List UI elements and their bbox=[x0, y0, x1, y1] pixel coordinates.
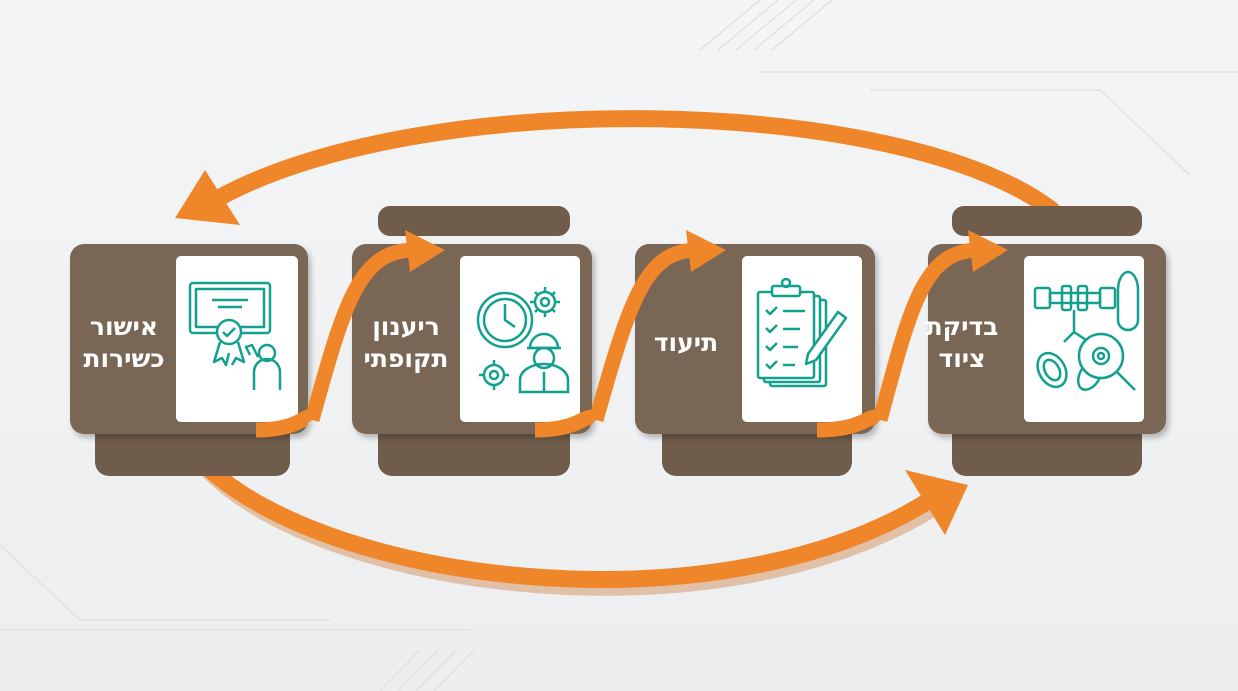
certificate-approval-icon bbox=[188, 281, 282, 390]
step-label-line1: אישור bbox=[89, 312, 159, 341]
arrow-clipboard-to-harness bbox=[872, 242, 981, 422]
step-label-competency-approval: אישור כשירות bbox=[64, 311, 184, 375]
step-label-equipment-check: בדיקת ציוד bbox=[902, 311, 1022, 375]
arrow-cert-to-worker bbox=[304, 242, 416, 422]
step-card-harness bbox=[928, 206, 1166, 476]
step-label-documentation: תיעוד bbox=[626, 327, 746, 359]
step-label-line2: תקופתי bbox=[363, 344, 449, 373]
step-label-line2: כשירות bbox=[83, 344, 165, 373]
step-label-periodic-refresh: ריענון תקופתי bbox=[346, 311, 466, 375]
step-label-line2: ציוד bbox=[938, 344, 986, 373]
top-cycle-arrow bbox=[175, 110, 1061, 225]
clipboard-checklist-icon bbox=[756, 277, 848, 388]
step-card-clipboard bbox=[635, 244, 885, 476]
step-label-line1: בדיקת bbox=[925, 312, 999, 341]
step-label-line1: ריענון bbox=[372, 312, 440, 341]
step-arrows bbox=[304, 230, 1008, 423]
step-label-line1: תיעוד bbox=[653, 328, 719, 357]
step-card-worker bbox=[352, 206, 602, 476]
bottom-cycle-arrow bbox=[196, 456, 968, 596]
safety-harness-inspection-icon bbox=[1033, 270, 1140, 391]
arrow-worker-to-clipboard bbox=[588, 242, 699, 423]
worker-clock-gears-icon bbox=[476, 287, 570, 394]
step-card-certificate bbox=[70, 244, 319, 476]
